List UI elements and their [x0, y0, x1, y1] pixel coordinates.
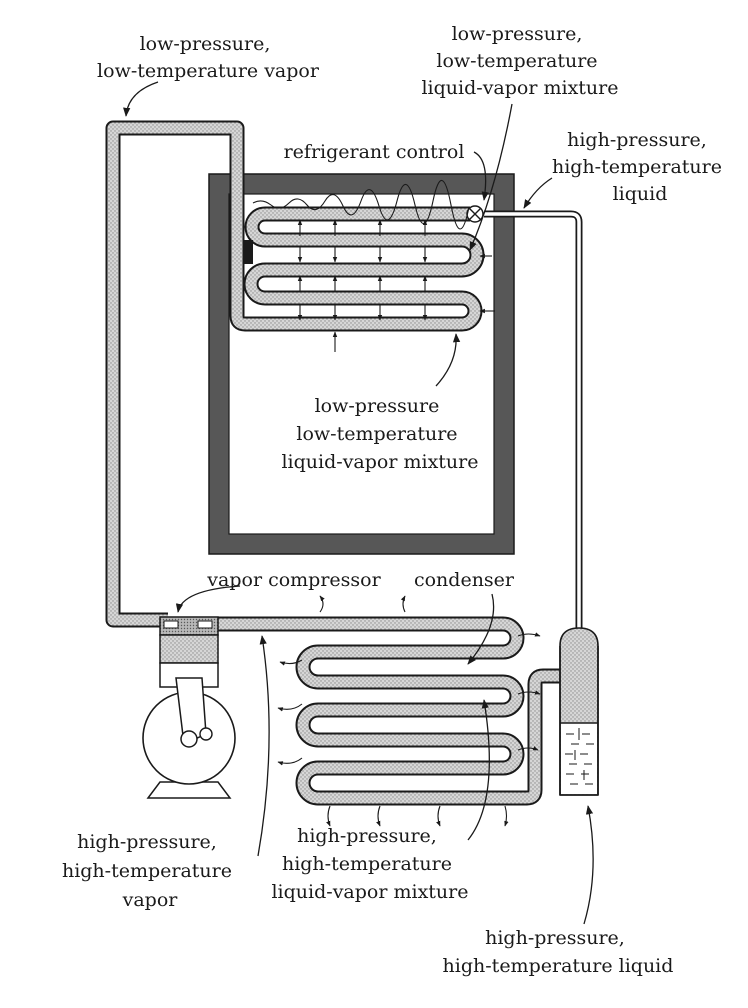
capillary-tube	[252, 180, 470, 230]
label-evaporator-mixture: low-pressure low-temperature liquid-vapo…	[281, 395, 478, 473]
label-evap-inlet-mixture: low-pressure, low-temperature liquid-vap…	[421, 23, 618, 99]
label-vapor-compressor: vapor compressor	[206, 569, 381, 591]
label-control-inlet-liquid: high-pressure, high-temperature liquid	[552, 129, 728, 205]
condenser-coil	[212, 616, 560, 806]
label-condenser: condenser	[414, 569, 515, 591]
receiver-tank-icon	[559, 627, 599, 796]
condenser-heat-arrows	[277, 595, 541, 827]
liquid-line	[484, 210, 583, 628]
sensing-bulb-icon	[244, 240, 253, 264]
label-refrigerant-control: refrigerant control	[284, 141, 465, 163]
vapor-compressor-icon	[142, 616, 236, 799]
suction-and-evaporator-tubing	[105, 120, 485, 628]
evaporator-heat-arrows	[297, 219, 495, 352]
label-evap-outlet-vapor: low-pressure, low-temperature vapor	[97, 33, 320, 82]
cabinet-interior	[228, 193, 495, 535]
label-compressor-discharge: high-pressure, high-temperature vapor	[62, 831, 238, 911]
label-condenser-mixture: high-pressure, high-temperature liquid-v…	[271, 825, 468, 903]
valve-icon	[466, 205, 484, 223]
label-receiver-liquid: high-pressure, high-temperature liquid	[443, 927, 674, 977]
leader-lines	[123, 81, 594, 925]
